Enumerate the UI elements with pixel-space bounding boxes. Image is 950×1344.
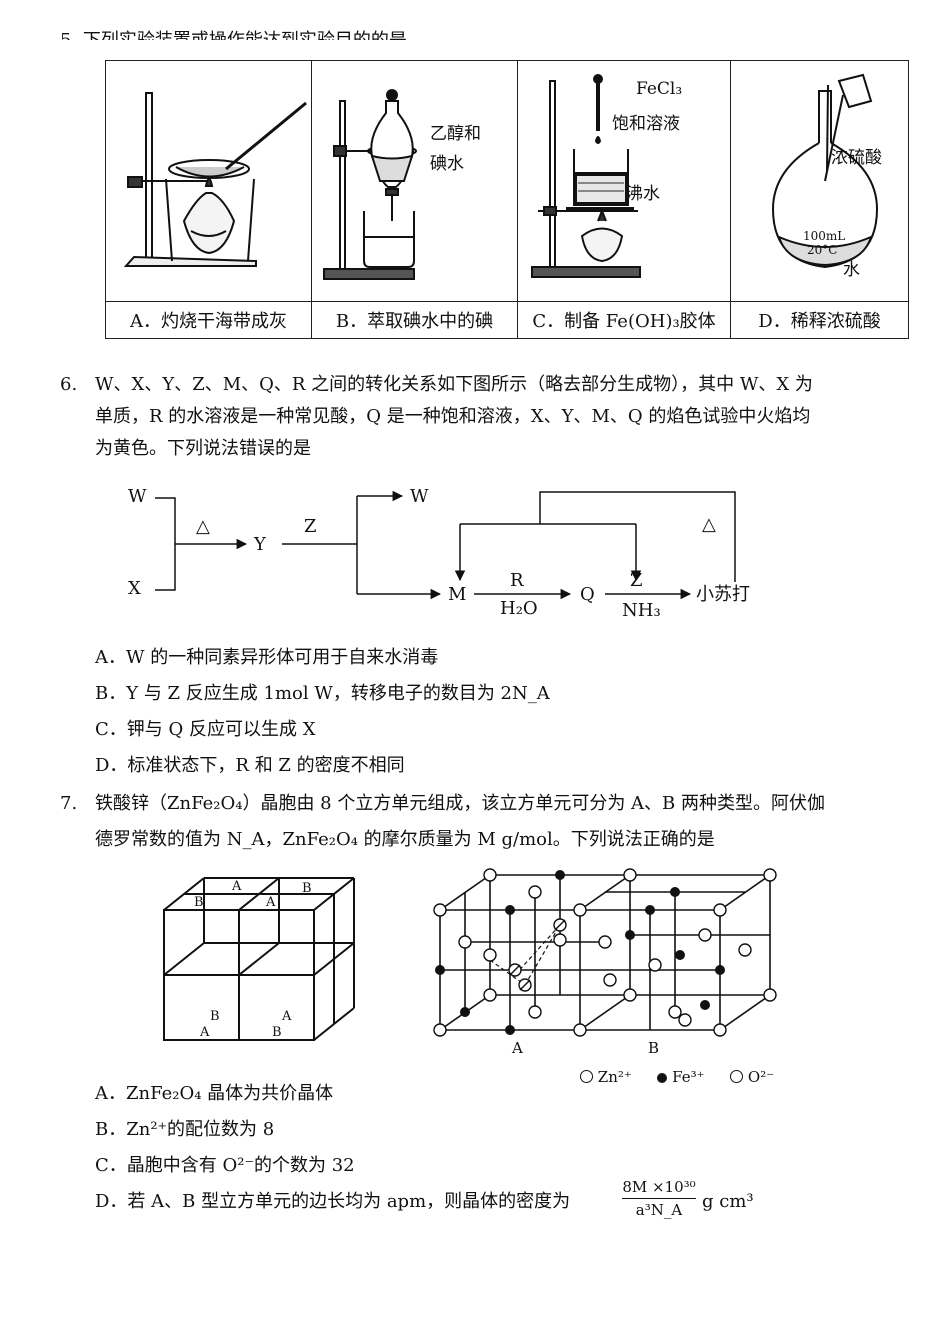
q6-option-a: A．W 的一种同素异形体可用于自来水消毒 [95, 647, 439, 668]
reagent-r: R [510, 570, 524, 591]
unit-a-label: A [511, 1039, 523, 1055]
caption-c: C．制备 Fe(OH)₃胶体 [517, 301, 731, 339]
reagent-z: Z [304, 516, 317, 537]
q6-option-c: C．钾与 Q 反应可以生成 X [95, 719, 316, 740]
node-m: M [448, 584, 466, 605]
reagent-z-2: Z [630, 570, 643, 591]
legend-o: O²⁻ [747, 1068, 775, 1086]
zn-ion-icon [580, 1070, 593, 1083]
q6-option-d: D．标准状态下，R 和 Z 的密度不相同 [95, 755, 405, 776]
colloid-preparation-apparatus-icon [531, 74, 641, 278]
d-label-volume: 100mL [803, 229, 846, 243]
q6-conversion-diagram: W X △ Y Z W M R H₂O Q Z NH₃ 小苏打 △ [128, 486, 750, 621]
q7-option-c: C．晶胞中含有 O²⁻的个数为 32 [95, 1155, 355, 1176]
unit-label-top-b: B [302, 881, 312, 896]
fe-ion-icon [657, 1073, 668, 1083]
unit-label-mid-a: A [265, 895, 276, 910]
q6-number: 6. [60, 374, 78, 395]
unit-label-top-a: A [231, 879, 242, 894]
d-label-temperature: 20°C [807, 243, 838, 257]
legend-fe: Fe³⁺ [672, 1068, 705, 1086]
b-label-line1: 乙醇和 [430, 124, 481, 144]
node-q: Q [580, 584, 595, 605]
d-label-acid: 浓硫酸 [831, 148, 882, 168]
unit-label-bot-b: B [210, 1009, 220, 1024]
q5-header: 5. 下列实验装置或操作能达到实验目的的是 [60, 26, 407, 40]
reagent-h2o: H₂O [500, 598, 538, 619]
c-label-boiling-water: 沸水 [626, 184, 660, 204]
node-y: Y [253, 534, 267, 555]
apparatus-d: 浓硫酸 100mL 20°C 水 [730, 60, 909, 302]
unit-label-front-b: B [272, 1025, 282, 1040]
q6-option-b: B．Y 与 Z 反应生成 1mol W，转移电子的数目为 2N_A [95, 683, 550, 704]
node-w-product: W [410, 486, 429, 507]
q7-stem-line2: 德罗常数的值为 N_A，ZnFe₂O₄ 的摩尔质量为 M g/mol。下列说法正… [95, 829, 715, 850]
unit-label-front-a: A [199, 1025, 210, 1040]
formula-numerator: 8M ×10³⁰ [622, 1178, 696, 1199]
q7-option-d: D．若 A、B 型立方单元的边长均为 apm，则晶体的密度为 [95, 1191, 571, 1212]
apparatus-table: 乙醇和 碘水 [105, 60, 909, 339]
q7-stem-line1: 铁酸锌（ZnFe₂O₄）晶胞由 8 个立方单元组成，该立方单元可分为 A、B 两… [95, 793, 826, 814]
caption-d: D．稀释浓硫酸 [730, 301, 909, 339]
c-label-saturated: 饱和溶液 [612, 114, 680, 134]
cube-8-units-diagram: A B B A B A A B [163, 877, 355, 1041]
product-baking-soda: 小苏打 [696, 584, 750, 605]
caption-a: A．灼烧干海带成灰 [105, 301, 312, 339]
formula-denominator: a³N_A [635, 1201, 683, 1219]
q6-stem-line2: 单质，R 的水溶液是一种常见酸，Q 是一种饱和溶液，X、Y、M、Q 的焰色试验中… [95, 406, 811, 427]
separatory-funnel-apparatus-icon [323, 89, 417, 280]
apparatus-c: FeCl₃ 饱和溶液 沸水 [517, 60, 731, 302]
density-unit: g cm³ [702, 1191, 754, 1212]
ab-unit-cells-diagram: A B [433, 868, 777, 1055]
b-label-line2: 碘水 [430, 154, 464, 174]
apparatus-a [105, 60, 312, 302]
caption-b: B．萃取碘水中的碘 [311, 301, 518, 339]
d-label-water: 水 [843, 260, 860, 280]
evaporating-dish-apparatus-icon [123, 92, 307, 267]
unit-b-label: B [648, 1039, 659, 1055]
heat-symbol-1: △ [196, 516, 210, 537]
apparatus-b: 乙醇和 碘水 [311, 60, 518, 302]
legend-zn: Zn²⁺ [597, 1068, 632, 1086]
q6-stem-line1: W、X、Y、Z、M、Q、R 之间的转化关系如下图所示（略去部分生成物），其中 W… [95, 374, 813, 395]
ion-legend: Zn²⁺ Fe³⁺ O²⁻ [580, 1068, 774, 1086]
heat-symbol-2: △ [702, 514, 716, 535]
reagent-nh3: NH₃ [622, 600, 661, 621]
node-w: W [128, 486, 147, 507]
unit-label-mid-b: B [194, 895, 204, 910]
q7-option-b: B．Zn²⁺的配位数为 8 [95, 1119, 275, 1140]
density-formula: 8M ×10³⁰ a³N_A [622, 1178, 696, 1219]
unit-label-bot-a: A [281, 1009, 292, 1024]
o-ion-icon [730, 1070, 744, 1083]
q7-option-a: A．ZnFe₂O₄ 晶体为共价晶体 [95, 1083, 334, 1104]
c-label-fecl3: FeCl₃ [636, 79, 683, 99]
volumetric-flask-icon [771, 73, 879, 269]
node-x: X [128, 578, 141, 599]
q6-stem-line3: 为黄色。下列说法错误的是 [95, 438, 311, 459]
q7-number: 7. [60, 793, 78, 814]
